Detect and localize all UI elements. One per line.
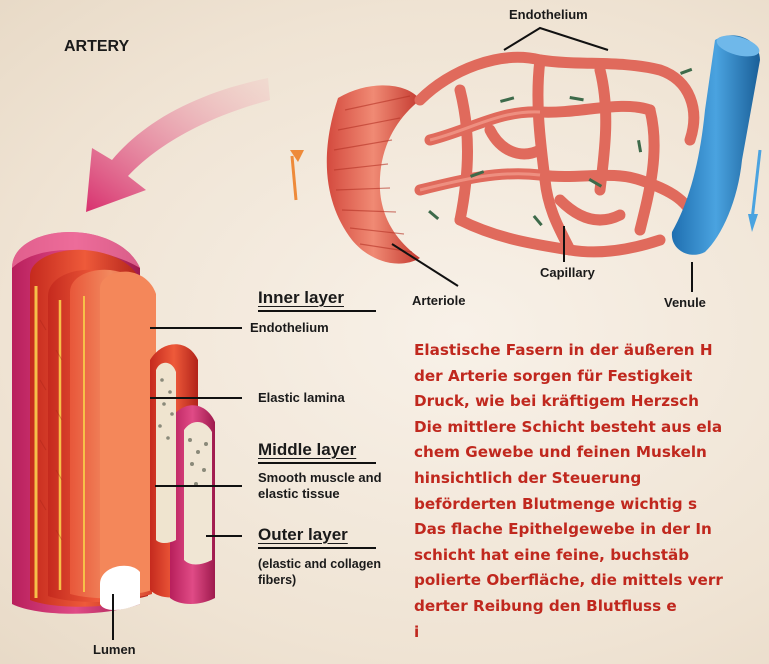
lumen-label: Lumen	[93, 642, 136, 657]
inner-layer-heading: Inner layer	[258, 288, 344, 308]
capillary-network	[420, 57, 700, 252]
description-line: polierte Oberfläche, die mittels verr	[414, 568, 769, 594]
description-line: Das flache Epithelgewebe in der In	[414, 517, 769, 543]
description-line: derter Reibung den Blutfluss e	[414, 594, 769, 620]
description-line: Druck, wie bei kräftigem Herzsch	[414, 389, 769, 415]
description-line: beförderten Blutmenge wichtig s	[414, 492, 769, 518]
capillary-endothelium-label: Endothelium	[509, 7, 588, 22]
endothelium-label: Endothelium	[250, 320, 329, 335]
description-line: der Arterie sorgen für Festigkeit	[414, 364, 769, 390]
venule	[672, 32, 762, 255]
description-line: Die mittlere Schicht besteht aus ela	[414, 415, 769, 441]
description-line: hinsichtlich der Steuerung	[414, 466, 769, 492]
description-line: i	[414, 620, 769, 646]
arteriole-label: Arteriole	[412, 293, 465, 308]
arteriole	[290, 85, 420, 263]
capillary-label: Capillary	[540, 265, 595, 280]
smooth-muscle-label: Smooth muscle and elastic tissue	[258, 470, 398, 502]
outer-layer-heading: Outer layer	[258, 525, 348, 545]
artery-cross-section	[12, 232, 215, 614]
venule-label: Venule	[664, 295, 706, 310]
flow-arrow	[86, 78, 270, 212]
description-line: chem Gewebe und feinen Muskeln	[414, 440, 769, 466]
diagram-title: ARTERY	[64, 38, 129, 56]
fibers-label: (elastic and collagen fibers)	[258, 556, 398, 588]
elastic-lamina-label: Elastic lamina	[258, 390, 345, 405]
middle-layer-heading: Middle layer	[258, 440, 356, 460]
description-line: Elastische Fasern in der äußeren H	[414, 338, 769, 364]
description-line: schicht hat eine feine, buchstäb	[414, 543, 769, 569]
